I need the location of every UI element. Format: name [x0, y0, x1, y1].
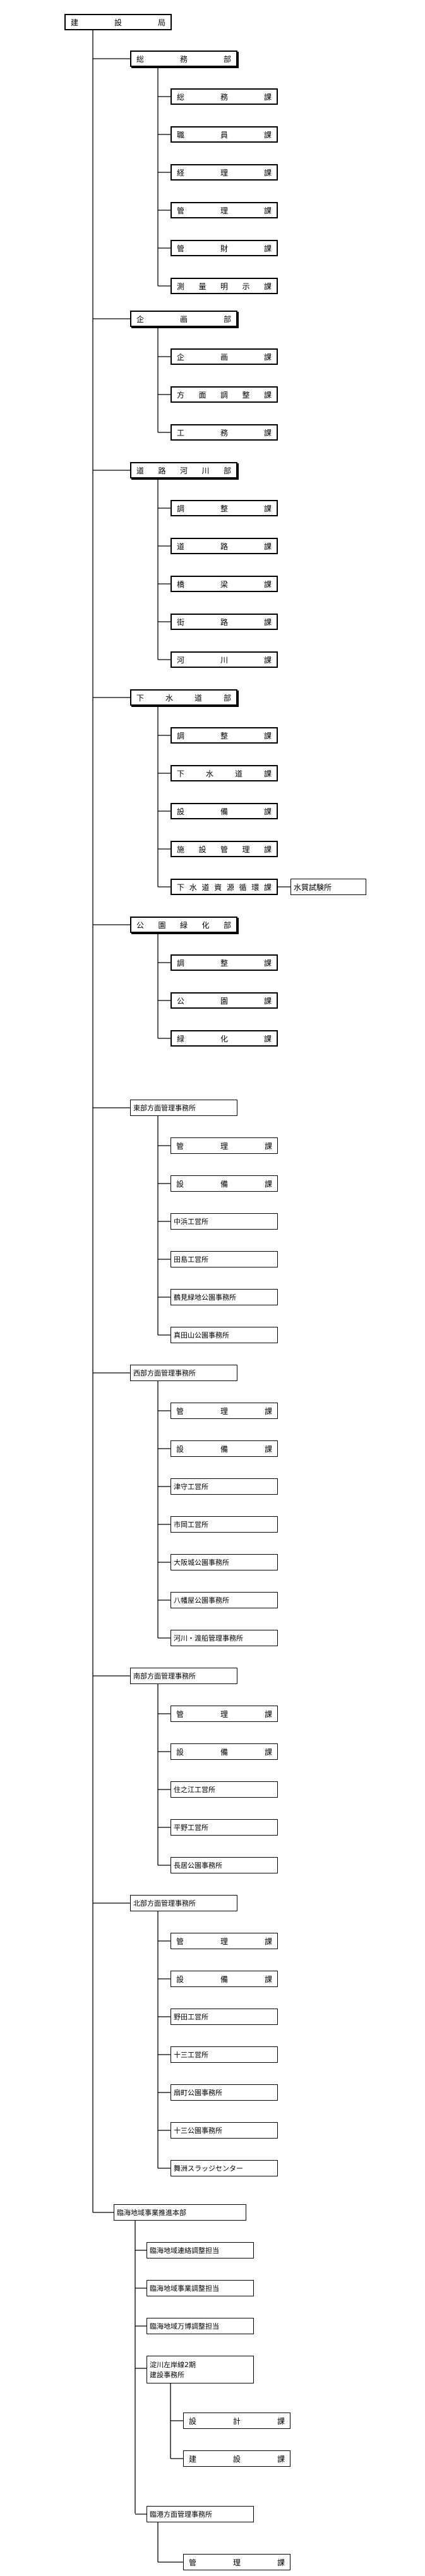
unit-box: 管理課 — [171, 1403, 278, 1419]
coastal-hq-box: 臨海地域事業推進本部 — [114, 2204, 246, 2221]
construction-office-line: 建設事務所 — [150, 2371, 184, 2379]
attached-facility-box: 水質試験所 — [290, 879, 366, 895]
regional-office-box: 南部方面管理事務所 — [130, 1668, 237, 1684]
unit-box: 河川・渡船管理事務所 — [171, 1630, 278, 1646]
section-box: 街路課 — [171, 614, 278, 630]
section-box: 道路課 — [171, 538, 278, 554]
regional-office-box: 東部方面管理事務所 — [130, 1100, 237, 1116]
section-box: 施設管理課 — [171, 841, 278, 857]
harbor-office-box: 臨港方面管理事務所 — [147, 2506, 254, 2522]
unit-box: 津守工営所 — [171, 1478, 278, 1495]
department-box: 公園緑化部 — [130, 917, 237, 933]
unit-box: 市岡工営所 — [171, 1516, 278, 1533]
unit-box: 八幡屋公園事務所 — [171, 1592, 278, 1608]
unit-box: 設備課 — [171, 1440, 278, 1457]
unit-box: 鶴見緑地公園事務所 — [171, 1289, 278, 1305]
department-box: 下水道部 — [130, 689, 237, 706]
construction-office-box: 淀川左岸線2期建設事務所 — [147, 2356, 254, 2383]
construction-section-box: 建設課 — [183, 2450, 290, 2467]
section-box: 企画課 — [171, 348, 278, 365]
unit-box: 設備課 — [171, 1743, 278, 1760]
section-box: 下水道課 — [171, 765, 278, 781]
unit-box: 設備課 — [171, 1971, 278, 1987]
section-box: 公園課 — [171, 992, 278, 1009]
harbor-section-box: 管理課 — [183, 2554, 290, 2570]
section-box: 緑化課 — [171, 1030, 278, 1047]
section-box: 測量明示課 — [171, 278, 278, 294]
section-box: 調整課 — [171, 727, 278, 744]
regional-office-box: 西部方面管理事務所 — [130, 1365, 237, 1381]
unit-box: 長居公園事務所 — [171, 1857, 278, 1873]
section-box: 河川課 — [171, 651, 278, 668]
unit-box: 大阪城公園事務所 — [171, 1554, 278, 1570]
coastal-role-box: 臨海地域万博調整担当 — [147, 2318, 254, 2334]
section-box: 管理課 — [171, 202, 278, 218]
section-box: 経理課 — [171, 164, 278, 181]
section-box: 管財課 — [171, 240, 278, 256]
unit-box: 設備課 — [171, 1175, 278, 1192]
section-box: 下水道資源循環課 — [171, 879, 278, 895]
department-box: 道路河川部 — [130, 462, 237, 478]
unit-box: 管理課 — [171, 1137, 278, 1154]
section-box: 橋梁課 — [171, 576, 278, 592]
section-box: 設備課 — [171, 803, 278, 819]
unit-box: 舞洲スラッジセンター — [171, 2160, 278, 2176]
unit-box: 中浜工営所 — [171, 1213, 278, 1230]
coastal-role-box: 臨海地域事業調整担当 — [147, 2280, 254, 2296]
unit-box: 扇町公園事務所 — [171, 2084, 278, 2101]
regional-office-box: 北部方面管理事務所 — [130, 1895, 237, 1911]
section-box: 調整課 — [171, 954, 278, 971]
root-box: 建設局 — [64, 14, 172, 30]
section-box: 工務課 — [171, 424, 278, 441]
section-box: 方面調整課 — [171, 386, 278, 403]
unit-box: 真田山公園事務所 — [171, 1327, 278, 1343]
unit-box: 十三公園事務所 — [171, 2122, 278, 2139]
unit-box: 平野工営所 — [171, 1819, 278, 1836]
unit-box: 田島工営所 — [171, 1251, 278, 1267]
unit-box: 野田工営所 — [171, 2009, 278, 2025]
section-box: 職員課 — [171, 126, 278, 143]
department-box: 企画部 — [130, 311, 237, 327]
department-box: 総務部 — [130, 50, 237, 67]
unit-box: 住之江工営所 — [171, 1781, 278, 1798]
section-box: 総務課 — [171, 88, 278, 105]
construction-section-box: 設計課 — [183, 2413, 290, 2429]
construction-office-line: 淀川左岸線2期 — [150, 2361, 196, 2369]
unit-box: 十三工営所 — [171, 2046, 278, 2063]
section-box: 調整課 — [171, 500, 278, 516]
coastal-role-box: 臨海地域連絡調整担当 — [147, 2242, 254, 2258]
unit-box: 管理課 — [171, 1706, 278, 1722]
unit-box: 管理課 — [171, 1933, 278, 1949]
